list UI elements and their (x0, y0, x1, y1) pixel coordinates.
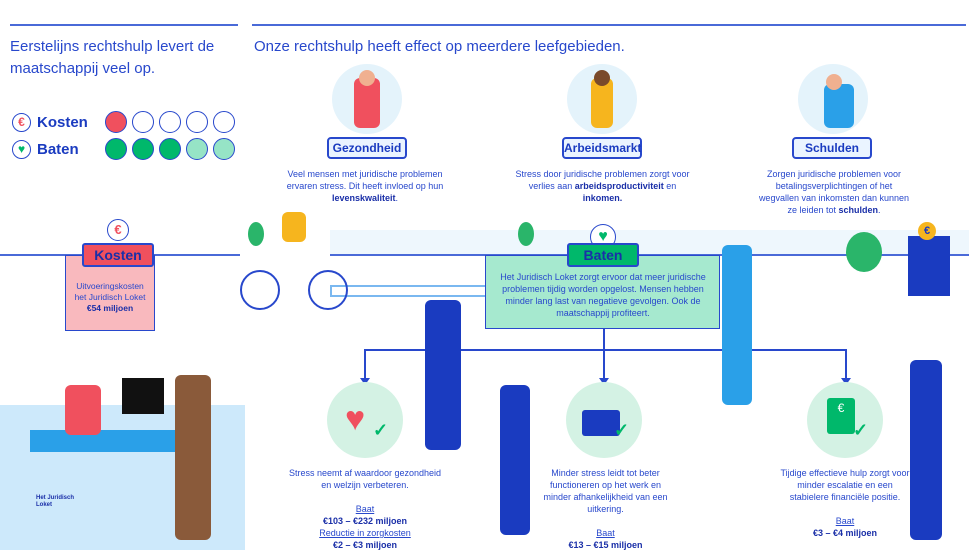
dot-empty (186, 111, 208, 133)
worker-illustration (567, 64, 637, 134)
legend-baten: ♥ Baten (12, 138, 240, 160)
arrow-down-icon (841, 349, 851, 385)
effect-gezondheid: Stress neemt af waardoor gezondheid en w… (288, 468, 442, 550)
area-label-schulden: Schulden (792, 137, 872, 159)
arrow-down-icon (599, 349, 609, 385)
kosten-text: Uitvoeringskosten het Juridisch Loket€54… (74, 281, 146, 313)
tree-icon (846, 232, 882, 272)
euro-icon: € (107, 219, 129, 241)
tree-icon (248, 222, 264, 246)
divider (10, 24, 238, 26)
area-desc-gezondheid: Veel mensen met juridische problemen erv… (286, 169, 444, 203)
kosten-label: Kosten (82, 243, 154, 267)
effect-arbeidsmarkt: Minder stress leidt tot beter functioner… (543, 468, 668, 550)
baten-label: Baten (567, 243, 639, 267)
connector-line (364, 349, 846, 351)
area-desc-schulden: Zorgen juridische problemen voor betalin… (758, 169, 910, 215)
dot-filled (105, 111, 127, 133)
dot-filled (132, 138, 154, 160)
document-euro-icon: €✓ (807, 382, 883, 458)
tree-icon (518, 222, 534, 246)
area-label-gezondheid: Gezondheid (327, 137, 407, 159)
dot-light (186, 138, 208, 160)
health-icon: ♥✓ (327, 382, 403, 458)
dot-empty (132, 111, 154, 133)
stressed-person-illustration (332, 64, 402, 134)
man-illustration (910, 360, 942, 540)
dot-filled (105, 138, 127, 160)
bridge (330, 285, 490, 297)
dot-filled (159, 138, 181, 160)
juridisch-loket-logo: Het Juridisch Loket (36, 495, 75, 508)
divider (252, 24, 966, 26)
debt-person-illustration (798, 64, 868, 134)
clerk-illustration (65, 385, 101, 435)
visitor-illustration (175, 375, 211, 540)
kosten-dots (105, 111, 240, 133)
desk (30, 430, 190, 452)
area-desc-arbeidsmarkt: Stress door juridische problemen zorgt v… (515, 169, 690, 203)
businessman-illustration (425, 300, 461, 450)
briefcase-icon: ✓ (566, 382, 642, 458)
legend-kosten: € Kosten (12, 111, 240, 133)
connector-line (603, 329, 605, 349)
woman-hijab-illustration (722, 245, 752, 405)
left-title: Eerstelijns rechtshulp levert de maatsch… (10, 38, 215, 77)
heart-icon: ♥ (12, 139, 31, 159)
arrow-down-icon (360, 349, 370, 385)
effect-schulden: Tijdige effectieve hulp zorgt voor minde… (780, 468, 910, 538)
cyclist-illustration (240, 212, 350, 310)
baten-text: Het Juridisch Loket zorgt ervoor dat mee… (500, 272, 706, 318)
dot-empty (159, 111, 181, 133)
right-title: Onze rechtshulp heeft effect op meerdere… (254, 38, 625, 55)
building-icon (908, 236, 950, 296)
euro-coin-icon: € (918, 222, 936, 240)
euro-icon: € (12, 112, 31, 132)
area-label-arbeidsmarkt: Arbeidsmarkt (562, 137, 642, 159)
computer-monitor (122, 378, 164, 414)
woman-illustration (500, 385, 530, 535)
dot-light (213, 138, 235, 160)
legend-label: Kosten (37, 113, 88, 131)
legend-label: Baten (37, 140, 79, 158)
baten-dots (105, 138, 240, 160)
dot-empty (213, 111, 235, 133)
